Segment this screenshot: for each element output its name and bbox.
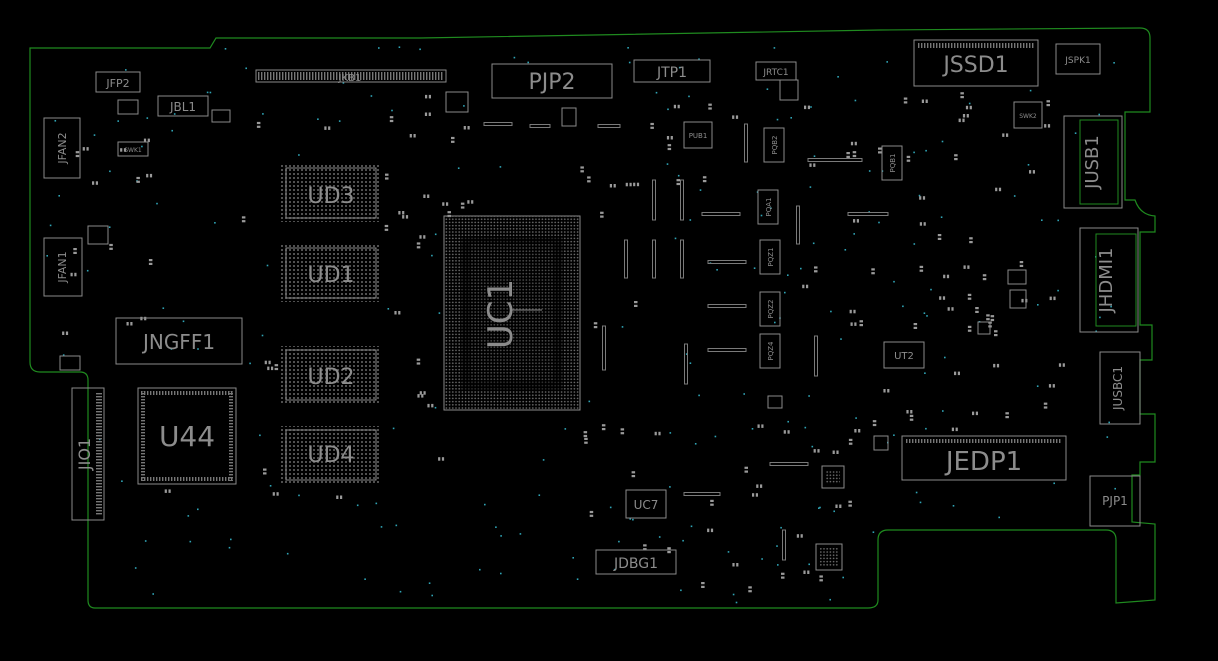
pjp2-label: PJP2 <box>528 70 575 95</box>
pqz2-label: PQZ2 <box>767 300 775 319</box>
jkb1-label: JKB1 <box>338 73 362 84</box>
jfan2-label: JFAN2 <box>56 132 69 164</box>
jusbc1-label: JUSBC1 <box>1111 366 1125 411</box>
mosfet-pqb2[interactable]: PQB2 <box>763 127 785 163</box>
mosfet-pqz2[interactable]: PQZ2 <box>759 291 781 327</box>
jssd1-label: JSSD1 <box>941 53 1008 78</box>
memory-chip-ud2[interactable]: UD2 <box>280 346 380 404</box>
u44-label: U44 <box>159 420 215 453</box>
ud3-label: UD3 <box>307 184 354 209</box>
jusb1-label: JUSB1 <box>1082 135 1103 190</box>
pqa1-label: PQA1 <box>765 198 773 217</box>
uc7-label: UC7 <box>634 498 659 512</box>
pqb1-label: PQB1 <box>889 154 897 173</box>
connector-pjp2[interactable]: PJP2 <box>491 63 613 99</box>
connector-jfan1[interactable]: JFAN1 <box>43 237 83 297</box>
connector-jtp1[interactable]: JTP1 <box>633 59 711 83</box>
memory-chip-ud3[interactable]: UD3 <box>280 164 380 222</box>
chip-pub1[interactable]: PUB1 <box>683 121 713 149</box>
connector-jbl1[interactable]: JBL1 <box>157 95 209 117</box>
jfp2-label: JFP2 <box>105 77 129 90</box>
connector-jrtc1[interactable]: JRTC1 <box>755 61 797 81</box>
jhdmi1-label: JHDMI1 <box>1096 248 1117 314</box>
qfn-packages <box>59 79 1027 571</box>
connector-jusbc1[interactable]: JUSBC1 <box>1099 351 1141 425</box>
connector-jedp1[interactable]: JEDP1 <box>901 435 1067 481</box>
connector-pjp1[interactable]: PJP1 <box>1089 475 1141 527</box>
jspk1-label: JSPK1 <box>1064 56 1090 66</box>
jfan1-label: JFAN1 <box>56 251 69 283</box>
uc1-label: UC1 <box>481 279 521 349</box>
cpu-uc1[interactable]: UC1 <box>443 215 581 411</box>
jbl1-label: JBL1 <box>169 100 196 114</box>
connector-jngff1[interactable]: JNGFF1 <box>115 317 243 365</box>
chip-uc7[interactable]: UC7 <box>625 489 667 519</box>
connector-jssd1[interactable]: JSSD1 <box>913 39 1039 87</box>
ud4-label: UD4 <box>307 443 354 468</box>
jedp1-label: JEDP1 <box>944 447 1022 477</box>
switch-swk2[interactable]: SWK2 <box>1013 101 1043 129</box>
jrtc1-label: JRTC1 <box>762 68 788 78</box>
mosfet-pqz4[interactable]: PQZ4 <box>759 333 781 369</box>
connector-jfan2[interactable]: JFAN2 <box>43 117 81 179</box>
passive-components <box>62 92 1065 593</box>
connector-jkb1[interactable]: JKB1 <box>255 69 447 84</box>
pqb2-label: PQB2 <box>771 136 779 155</box>
mosfet-pqz1[interactable]: PQZ1 <box>759 239 781 275</box>
via-field <box>46 46 1116 604</box>
resistor-arrays <box>483 122 889 561</box>
ud1-label: UD1 <box>307 263 354 288</box>
switch-swk1[interactable]: SWK1 <box>117 141 149 157</box>
jtp1-label: JTP1 <box>656 65 687 81</box>
swk2-label: SWK2 <box>1019 113 1037 120</box>
jio1-label: JIO1 <box>75 438 94 471</box>
pqz1-label: PQZ1 <box>767 248 775 267</box>
swk1-label: SWK1 <box>124 147 142 154</box>
memory-chip-ud1[interactable]: UD1 <box>280 244 380 302</box>
connector-jusb1[interactable]: JUSB1 <box>1063 115 1123 209</box>
chip-u44[interactable]: U44 <box>137 387 237 485</box>
mosfet-pqa1[interactable]: PQA1 <box>757 189 779 225</box>
jngff1-label: JNGFF1 <box>141 330 215 354</box>
board-outline <box>29 27 1156 609</box>
connector-jio1[interactable]: JIO1 <box>71 387 105 521</box>
connector-jfp2[interactable]: JFP2 <box>95 71 141 93</box>
connector-jdbg1[interactable]: JDBG1 <box>595 549 677 575</box>
connector-jhdmi1[interactable]: JHDMI1 <box>1079 227 1139 333</box>
pjp1-label: PJP1 <box>1102 494 1128 508</box>
mosfet-pqb1[interactable]: PQB1 <box>881 145 903 181</box>
pqz4-label: PQZ4 <box>767 341 775 361</box>
memory-chip-ud4[interactable]: UD4 <box>280 426 380 484</box>
connector-jspk1[interactable]: JSPK1 <box>1055 43 1101 75</box>
ud2-label: UD2 <box>307 365 354 390</box>
chip-ut2[interactable]: UT2 <box>883 341 925 369</box>
pub1-label: PUB1 <box>689 132 708 140</box>
ut2-label: UT2 <box>894 351 914 362</box>
jdbg1-label: JDBG1 <box>613 556 658 572</box>
